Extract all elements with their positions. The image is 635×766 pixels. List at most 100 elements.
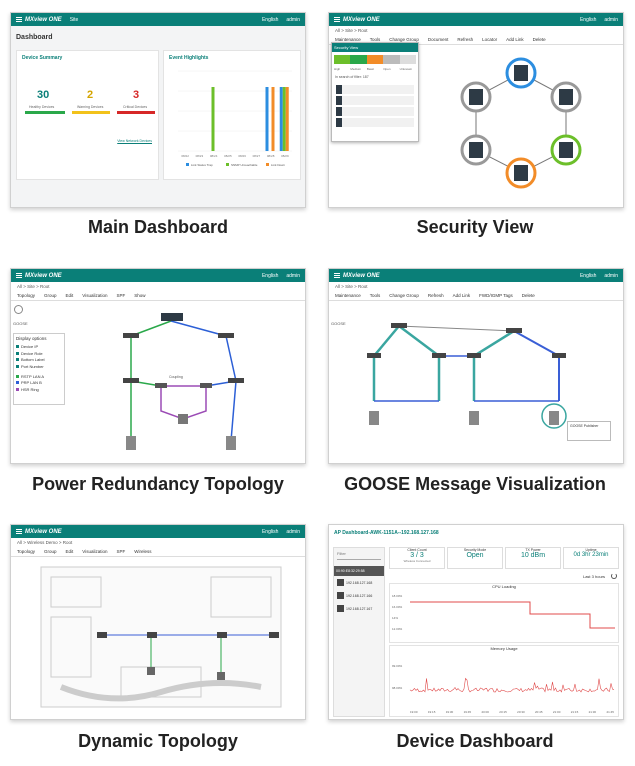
toolbar-maintenance[interactable]: Maintenance: [335, 293, 361, 298]
toolbar-refresh[interactable]: Refresh: [457, 37, 474, 42]
hsr-node-left[interactable]: [155, 383, 167, 388]
site-selector[interactable]: Site: [69, 16, 79, 23]
switch-node-lower-left[interactable]: [460, 134, 492, 166]
ap-3[interactable]: [217, 632, 227, 638]
toolbar-maintenance[interactable]: Maintenance: [335, 37, 361, 42]
switch-root-right[interactable]: [506, 328, 522, 333]
ied-3[interactable]: [549, 411, 559, 425]
ap-2[interactable]: [147, 632, 157, 638]
toolbar-locator[interactable]: Locator: [482, 37, 498, 42]
language-selector[interactable]: English: [579, 272, 597, 279]
list-item[interactable]: 192.168.127.168: [334, 576, 384, 589]
hsr-device[interactable]: [178, 414, 188, 424]
toolbar-show[interactable]: Show: [134, 293, 146, 298]
language-selector[interactable]: English: [261, 272, 279, 279]
user-menu[interactable]: admin: [604, 272, 618, 279]
switch-c[interactable]: [467, 353, 481, 358]
toolbar-tools[interactable]: Tools: [369, 293, 381, 298]
switch-root-left[interactable]: [391, 323, 407, 328]
option-prp-lan-b[interactable]: PRP LAN B: [16, 380, 62, 385]
toolbar-wireless[interactable]: Wireless: [134, 549, 152, 554]
goose-publisher-highlight[interactable]: [541, 403, 567, 429]
toolbar-topology[interactable]: Topology: [17, 549, 36, 554]
zoom-search-icon[interactable]: [14, 305, 23, 314]
client-2[interactable]: [217, 672, 225, 680]
hsr-node-right[interactable]: [200, 383, 212, 388]
menu-icon[interactable]: [16, 529, 22, 534]
list-item[interactable]: 192.168.127.166: [334, 589, 384, 602]
topology-canvas[interactable]: GOOSE GOOSE Publisher: [329, 301, 623, 463]
toolbar-topology[interactable]: Topology: [17, 293, 36, 298]
toolbar-fwd-igmp[interactable]: FWD/IGMP Tags: [479, 293, 513, 298]
goose-toggle[interactable]: GOOSE: [13, 321, 28, 326]
switch-node-upper-right[interactable]: [550, 81, 582, 113]
switch-left-mid[interactable]: [123, 378, 139, 383]
switch-node-upper-left[interactable]: [460, 81, 492, 113]
list-item[interactable]: [336, 85, 414, 94]
switch-node-top[interactable]: [505, 57, 537, 89]
user-menu[interactable]: admin: [286, 528, 300, 535]
toolbar-add-link[interactable]: Add Link: [452, 293, 471, 298]
option-device-role[interactable]: Device Role: [16, 351, 62, 356]
language-selector[interactable]: English: [261, 16, 279, 23]
time-range-select[interactable]: Last 3 hours: [582, 574, 605, 579]
client-1[interactable]: [147, 667, 155, 675]
topology-canvas[interactable]: GOOSE Display options Device IP Device R…: [11, 301, 305, 463]
menu-icon[interactable]: [334, 17, 340, 22]
user-menu[interactable]: admin: [604, 16, 618, 23]
toolbar-group[interactable]: Group: [44, 549, 57, 554]
toolbar-group[interactable]: Group: [44, 293, 57, 298]
topology-canvas[interactable]: Security View High Medium Basic Open Unk…: [329, 42, 623, 207]
ap-4[interactable]: [269, 632, 279, 638]
toolbar-edit[interactable]: Edit: [65, 293, 74, 298]
ied-left[interactable]: [126, 436, 136, 450]
view-devices-link[interactable]: View Network Devices: [117, 139, 152, 143]
toolbar-delete[interactable]: Delete: [532, 37, 546, 42]
option-hsr-ring[interactable]: HSR Ring: [16, 387, 62, 392]
list-item[interactable]: [336, 107, 414, 116]
switch-node-lower-right[interactable]: [550, 134, 582, 166]
toolbar-visualization[interactable]: Visualization: [82, 293, 108, 298]
selected-mac[interactable]: 00:90:E8:32:29:58: [334, 566, 384, 576]
menu-icon[interactable]: [16, 17, 22, 22]
toolbar-change-group[interactable]: Change Group: [389, 37, 419, 42]
switch-right[interactable]: [218, 333, 234, 338]
floorplan-canvas[interactable]: [11, 557, 305, 719]
switch-a[interactable]: [367, 353, 381, 358]
goose-toggle[interactable]: GOOSE: [331, 321, 346, 326]
toolbar-refresh[interactable]: Refresh: [427, 293, 444, 298]
switch-b[interactable]: [432, 353, 446, 358]
user-menu[interactable]: admin: [286, 272, 300, 279]
switch-d[interactable]: [552, 353, 566, 358]
list-item[interactable]: [336, 118, 414, 127]
user-menu[interactable]: admin: [286, 16, 300, 23]
toolbar-edit[interactable]: Edit: [65, 549, 74, 554]
menu-icon[interactable]: [16, 273, 22, 278]
toolbar-spf[interactable]: SPF: [116, 293, 126, 298]
ied-1[interactable]: [369, 411, 379, 425]
toolbar-spf[interactable]: SPF: [116, 549, 126, 554]
refresh-icon[interactable]: [611, 573, 617, 579]
filter-input[interactable]: Filter: [337, 551, 381, 560]
ied-right[interactable]: [226, 436, 236, 450]
option-device-ip[interactable]: Device IP: [16, 344, 62, 349]
toolbar-visualization[interactable]: Visualization: [82, 549, 108, 554]
language-selector[interactable]: English: [579, 16, 597, 23]
ied-2[interactable]: [469, 411, 479, 425]
list-item[interactable]: [336, 96, 414, 105]
toolbar-change-group[interactable]: Change Group: [389, 293, 419, 298]
switch-right-mid[interactable]: [228, 378, 244, 383]
toolbar-tools[interactable]: Tools: [369, 37, 381, 42]
core-switch[interactable]: [161, 313, 183, 321]
language-selector[interactable]: English: [261, 528, 279, 535]
toolbar-delete[interactable]: Delete: [521, 293, 535, 298]
option-rstp-lan-a[interactable]: RSTP LAN A: [16, 374, 62, 379]
option-port-number[interactable]: Port Number: [16, 364, 62, 369]
switch-left[interactable]: [123, 333, 139, 338]
toolbar-document[interactable]: Document: [427, 37, 449, 42]
option-bottom-label[interactable]: Bottom Label: [16, 357, 62, 362]
ap-1[interactable]: [97, 632, 107, 638]
list-item[interactable]: 192.168.127.167: [334, 602, 384, 615]
switch-node-bottom[interactable]: [505, 157, 537, 189]
toolbar-add-link[interactable]: Add Link: [506, 37, 524, 42]
